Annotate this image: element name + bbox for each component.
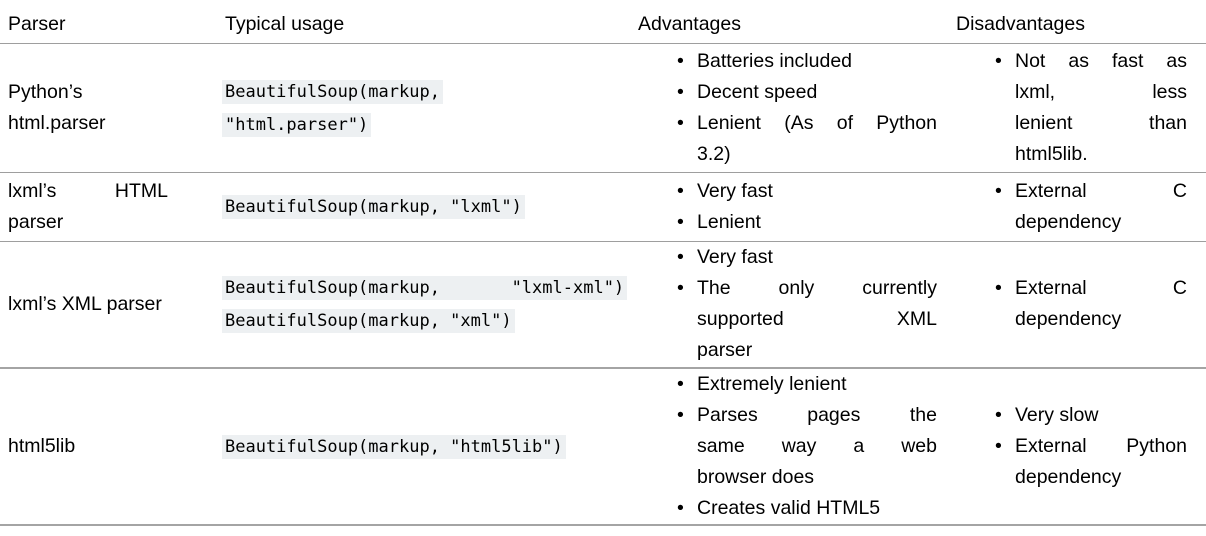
parser-name-line: parser xyxy=(8,210,64,233)
disadvantages-cell: • External C dependency xyxy=(956,172,1206,241)
column-header-disadvantages: Disadvantages xyxy=(956,12,1085,35)
parser-name-line: lxml’s HTML xyxy=(8,179,168,202)
list-item: • Parses pages the same way a web browse… xyxy=(638,400,937,493)
advantages-list: • Very fast • The only currently support… xyxy=(638,242,937,366)
code-line: BeautifulSoup(markup, "lxml-xml") xyxy=(222,271,638,304)
bullet-icon: • xyxy=(677,49,684,72)
list-item: • Not as fast as lxml, less lenient than… xyxy=(956,46,1187,170)
disadvantages-cell: • Not as fast as lxml, less lenient than… xyxy=(956,43,1206,172)
list-item: • Extremely lenient xyxy=(638,369,937,400)
bullet-icon: • xyxy=(677,404,684,426)
parser-name-line: lxml’s XML parser xyxy=(8,292,162,315)
disadvantages-list: • External C dependency xyxy=(956,273,1187,335)
inline-code: BeautifulSoup(markup, "lxml-xml") xyxy=(222,276,628,301)
table-row: Python’s html.parser BeautifulSoup(marku… xyxy=(0,43,1206,172)
disadvantages-cell: • External C dependency xyxy=(956,241,1206,368)
table-header-row: Parser Typical usage Advantages Disadvan… xyxy=(0,0,1206,43)
list-item: • Decent speed xyxy=(638,77,937,108)
disadvantages-cell: • Very slow • External Python dependency xyxy=(956,368,1206,525)
bullet-icon: • xyxy=(995,179,1002,202)
inline-code: "html.parser") xyxy=(222,112,372,137)
parser-name-line: html5lib xyxy=(8,435,76,457)
code-line: BeautifulSoup(markup, "html5lib") xyxy=(222,430,638,463)
code-line: BeautifulSoup(markup, "lxml") xyxy=(222,190,638,223)
list-item: • Lenient xyxy=(638,207,937,238)
column-header-typical-usage: Typical usage xyxy=(225,12,345,35)
list-item: • External Python dependency xyxy=(956,431,1187,493)
disadvantages-list: • Not as fast as lxml, less lenient than… xyxy=(956,46,1187,170)
bullet-icon: • xyxy=(677,80,684,103)
table-row: lxml’s XML parser BeautifulSoup(markup, … xyxy=(0,241,1206,368)
list-item: • Creates valid HTML5 xyxy=(638,493,937,524)
list-item: • Very fast xyxy=(638,242,937,273)
list-item: • Very slow xyxy=(956,400,1187,431)
usage-cell: BeautifulSoup(markup, "html5lib") xyxy=(222,368,638,525)
parser-cell: Python’s html.parser xyxy=(0,43,222,172)
code-line: "html.parser") xyxy=(222,108,638,141)
inline-code: BeautifulSoup(markup, xyxy=(222,79,443,104)
code-snippet: BeautifulSoup(markup, "html.parser") xyxy=(222,75,638,141)
table-row: lxml’s HTML parser BeautifulSoup(markup,… xyxy=(0,172,1206,241)
list-item: • External C dependency xyxy=(956,176,1187,238)
inline-code: BeautifulSoup(markup, "lxml") xyxy=(222,195,525,219)
bullet-icon: • xyxy=(677,210,684,233)
parser-cell: lxml’s XML parser xyxy=(0,241,222,368)
bullet-icon: • xyxy=(677,111,684,134)
column-header-parser: Parser xyxy=(8,12,66,35)
bullet-icon: • xyxy=(677,179,684,202)
inline-code: BeautifulSoup(markup, "html5lib") xyxy=(222,435,566,459)
list-item: • Very fast xyxy=(638,176,937,207)
advantages-list: • Batteries included • Decent speed • Le… xyxy=(638,46,937,170)
bullet-icon: • xyxy=(995,277,1002,300)
code-snippet: BeautifulSoup(markup, "lxml") xyxy=(222,190,638,223)
code-line: BeautifulSoup(markup, xyxy=(222,75,638,108)
bullet-icon: • xyxy=(677,497,684,519)
code-snippet: BeautifulSoup(markup, "lxml-xml") Beauti… xyxy=(222,271,638,337)
code-snippet: BeautifulSoup(markup, "html5lib") xyxy=(222,430,638,463)
parser-cell: lxml’s HTML parser xyxy=(0,172,222,241)
advantages-cell: • Batteries included • Decent speed • Le… xyxy=(638,43,956,172)
bullet-icon: • xyxy=(995,49,1002,72)
usage-cell: BeautifulSoup(markup, "lxml-xml") Beauti… xyxy=(222,241,638,368)
column-header-advantages: Advantages xyxy=(638,12,741,35)
parser-cell: html5lib xyxy=(0,368,222,525)
advantages-cell: • Extremely lenient • Parses pages the s… xyxy=(638,368,956,525)
list-item: • External C dependency xyxy=(956,273,1187,335)
usage-cell: BeautifulSoup(markup, "html.parser") xyxy=(222,43,638,172)
advantages-cell: • Very fast • Lenient xyxy=(638,172,956,241)
list-item: • Lenient (As of Python 3.2) xyxy=(638,108,937,170)
table-row: html5lib BeautifulSoup(markup, "html5lib… xyxy=(0,368,1206,525)
list-item: • Batteries included xyxy=(638,46,937,77)
code-line: BeautifulSoup(markup, "xml") xyxy=(222,304,638,337)
bullet-icon: • xyxy=(677,373,684,395)
bullet-icon: • xyxy=(677,277,684,300)
advantages-list: • Very fast • Lenient xyxy=(638,176,937,238)
advantages-cell: • Very fast • The only currently support… xyxy=(638,241,956,368)
disadvantages-list: • External C dependency xyxy=(956,176,1187,238)
bullet-icon: • xyxy=(995,435,1002,457)
bullet-icon: • xyxy=(995,404,1002,426)
usage-cell: BeautifulSoup(markup, "lxml") xyxy=(222,172,638,241)
advantages-list: • Extremely lenient • Parses pages the s… xyxy=(638,369,937,524)
parser-name-line: Python’s xyxy=(8,80,83,103)
parser-name-line: html.parser xyxy=(8,111,106,134)
disadvantages-list: • Very slow • External Python dependency xyxy=(956,400,1187,493)
list-item: • The only currently supported XML parse… xyxy=(638,273,937,366)
bullet-icon: • xyxy=(677,246,684,269)
inline-code: BeautifulSoup(markup, "xml") xyxy=(222,309,515,334)
